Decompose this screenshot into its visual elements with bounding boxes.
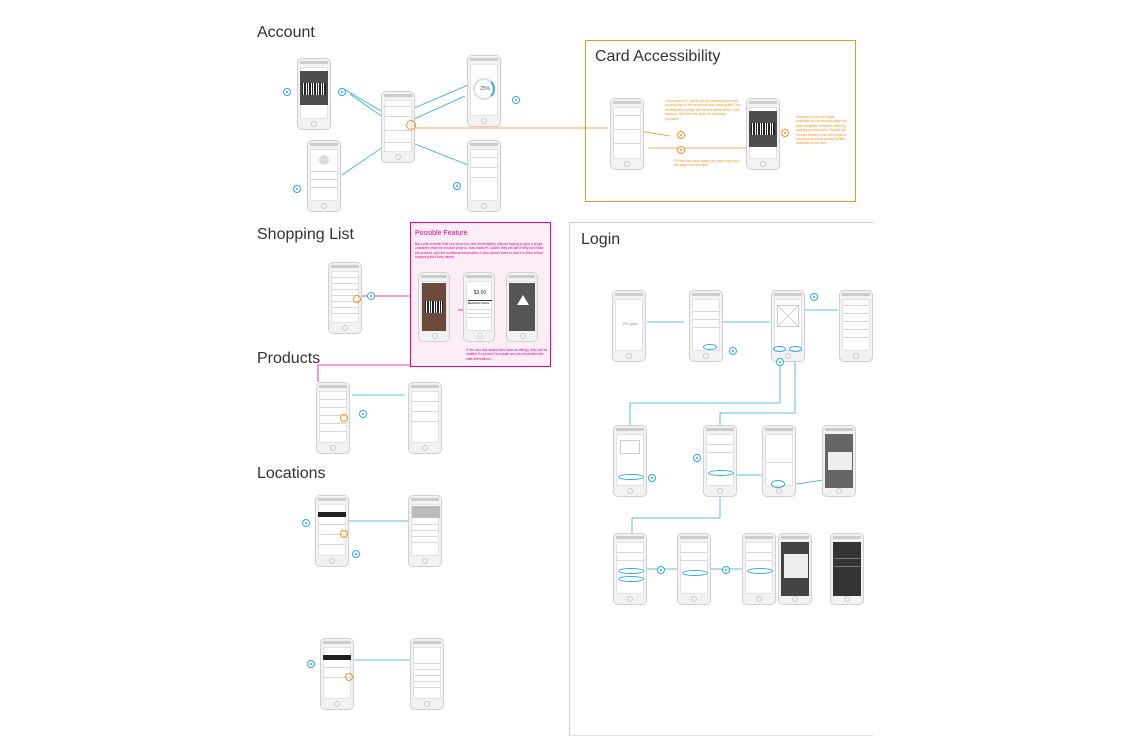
product-select-highlight[interactable]: [340, 414, 348, 422]
login-button-highlight[interactable]: [703, 344, 717, 350]
warning-icon: [517, 295, 529, 305]
swipe-up-down-icon: [781, 129, 789, 137]
nutrition-facts-label: Nutrition Facts: [468, 300, 492, 305]
tap-gesture-icon: [352, 550, 360, 558]
account-profile-screen: [307, 140, 341, 212]
login-title: Login: [581, 231, 621, 248]
tap-gesture-icon: [367, 292, 375, 300]
tap-gesture-icon: [293, 185, 301, 193]
location-search-highlight[interactable]: [345, 673, 353, 681]
register-step-3-screen: [742, 533, 776, 605]
tap-gesture-icon: [512, 96, 520, 104]
tap-gesture-icon: [283, 88, 291, 96]
signup-button-highlight[interactable]: [773, 346, 786, 352]
tap-gesture-icon: [302, 519, 310, 527]
swipe-left-icon: [677, 131, 685, 139]
card-accessibility-title: Card Accessibility: [595, 48, 721, 65]
scanner-result-screen: $3.00 Nutrition Facts: [463, 272, 495, 342]
possible-feature-description: Bar code scanner that can show the user …: [415, 242, 544, 260]
account-title: Account: [257, 24, 315, 41]
tap-gesture-icon: [722, 566, 730, 574]
signup-screen: [613, 425, 647, 497]
locations-map-screen: [315, 495, 349, 567]
tap-gesture-icon: [810, 293, 818, 301]
tap-gesture-icon: [307, 660, 315, 668]
product-detail-screen: [408, 382, 442, 454]
login-list-screen: [839, 290, 873, 362]
card-accessibility-panel: [585, 40, 856, 202]
register-complete-screen: [830, 533, 864, 605]
tap-gesture-icon: [657, 566, 665, 574]
location-results-screen: [410, 638, 444, 710]
tap-gesture-icon: [776, 358, 784, 366]
account-edit-screen: [467, 140, 501, 212]
register-step-2-screen: [677, 533, 711, 605]
locations-title: Locations: [257, 465, 326, 482]
scanner-camera-screen: [418, 272, 450, 342]
login-option-highlight[interactable]: [789, 346, 802, 352]
modal-screen: [822, 425, 856, 497]
possible-feature-title: Possible Feature: [415, 230, 468, 237]
card-tab-highlight[interactable]: [406, 120, 416, 130]
pc-plus-label: PC plus: [622, 321, 637, 326]
register-step-1-screen: [613, 533, 647, 605]
register-modal-screen: [778, 533, 812, 605]
tap-gesture-icon: [338, 88, 346, 96]
tap-gesture-icon: [693, 454, 701, 462]
scanned-price: $3.00: [473, 290, 487, 296]
image-placeholder: [777, 305, 799, 327]
login-panel: [569, 222, 873, 736]
allergy-warning-screen: [506, 272, 538, 342]
tap-gesture-icon: [359, 410, 367, 418]
shopping-list-title: Shopping List: [257, 226, 354, 243]
location-pin-highlight[interactable]: [340, 530, 348, 538]
tap-gesture-icon: [453, 182, 461, 190]
progress-value: 25%: [479, 86, 490, 92]
tap-gesture-icon: [648, 474, 656, 482]
tap-gesture-icon: [729, 347, 737, 355]
login-form-screen: [689, 290, 723, 362]
card-hidden-screen: [610, 98, 644, 170]
scan-button-highlight[interactable]: [353, 295, 361, 303]
login-splash-screen: PC plus: [612, 290, 646, 362]
account-card-screen: [297, 58, 331, 130]
card-note-bottom: To hide the cards again just swipe right…: [674, 159, 740, 168]
account-progress-screen: 25%: [467, 55, 501, 127]
card-note-right: Similarly to the card page available on …: [796, 115, 847, 146]
welcome-step-screen: [703, 425, 737, 497]
confirm-button-highlight[interactable]: [771, 480, 785, 488]
avatar: [319, 155, 329, 165]
location-detail-screen: [408, 495, 442, 567]
swipe-right-icon: [677, 146, 685, 154]
card-note-left: Your current PC cards can be viewed at a…: [665, 99, 741, 121]
allergy-note: If the user has stated they have an alle…: [466, 348, 548, 361]
card-revealed-screen: [746, 98, 780, 170]
products-title: Products: [257, 350, 321, 367]
